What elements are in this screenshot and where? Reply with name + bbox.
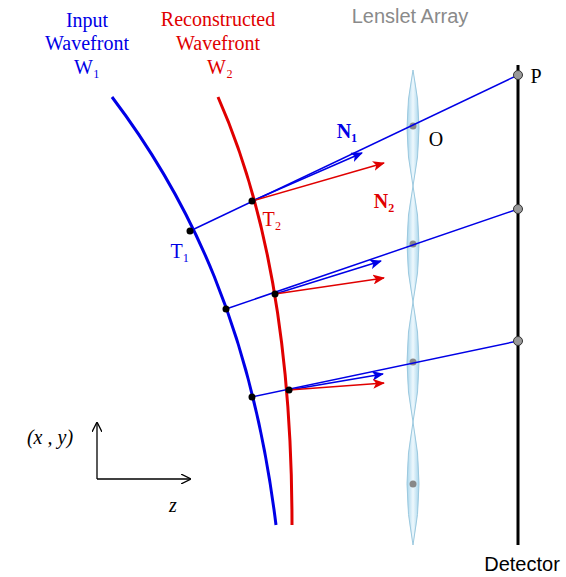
lenslet-array [407, 70, 419, 545]
point-label: T₂ [262, 209, 281, 229]
wavefront-title: Wavefront [176, 33, 260, 53]
point-label: P [530, 66, 541, 86]
reconstructed-wavefront [218, 97, 292, 525]
detector-spots [514, 71, 523, 346]
axis-label: z [169, 495, 177, 515]
input-wavefront [112, 97, 276, 525]
point-label: T₁ [170, 241, 189, 261]
normals [252, 163, 384, 390]
vector-label: N₁ [337, 121, 357, 141]
points [187, 198, 293, 401]
detector-label: Detector [484, 554, 560, 574]
detector-plane [517, 65, 520, 545]
array-label: Lenslet Array [352, 6, 469, 26]
wavefront-title: Reconstructed [161, 9, 275, 29]
vector-label: N₂ [374, 191, 394, 211]
wavefront-symbol: W₂ [207, 57, 233, 77]
wavefront-title: Input [66, 10, 108, 30]
axis-label: (x , y) [27, 427, 73, 447]
point-label: O [429, 129, 443, 149]
axes [97, 423, 190, 479]
wavefront-symbol: W₁ [74, 57, 100, 77]
wavefront-title: Wavefront [45, 33, 129, 53]
rays [190, 75, 518, 397]
